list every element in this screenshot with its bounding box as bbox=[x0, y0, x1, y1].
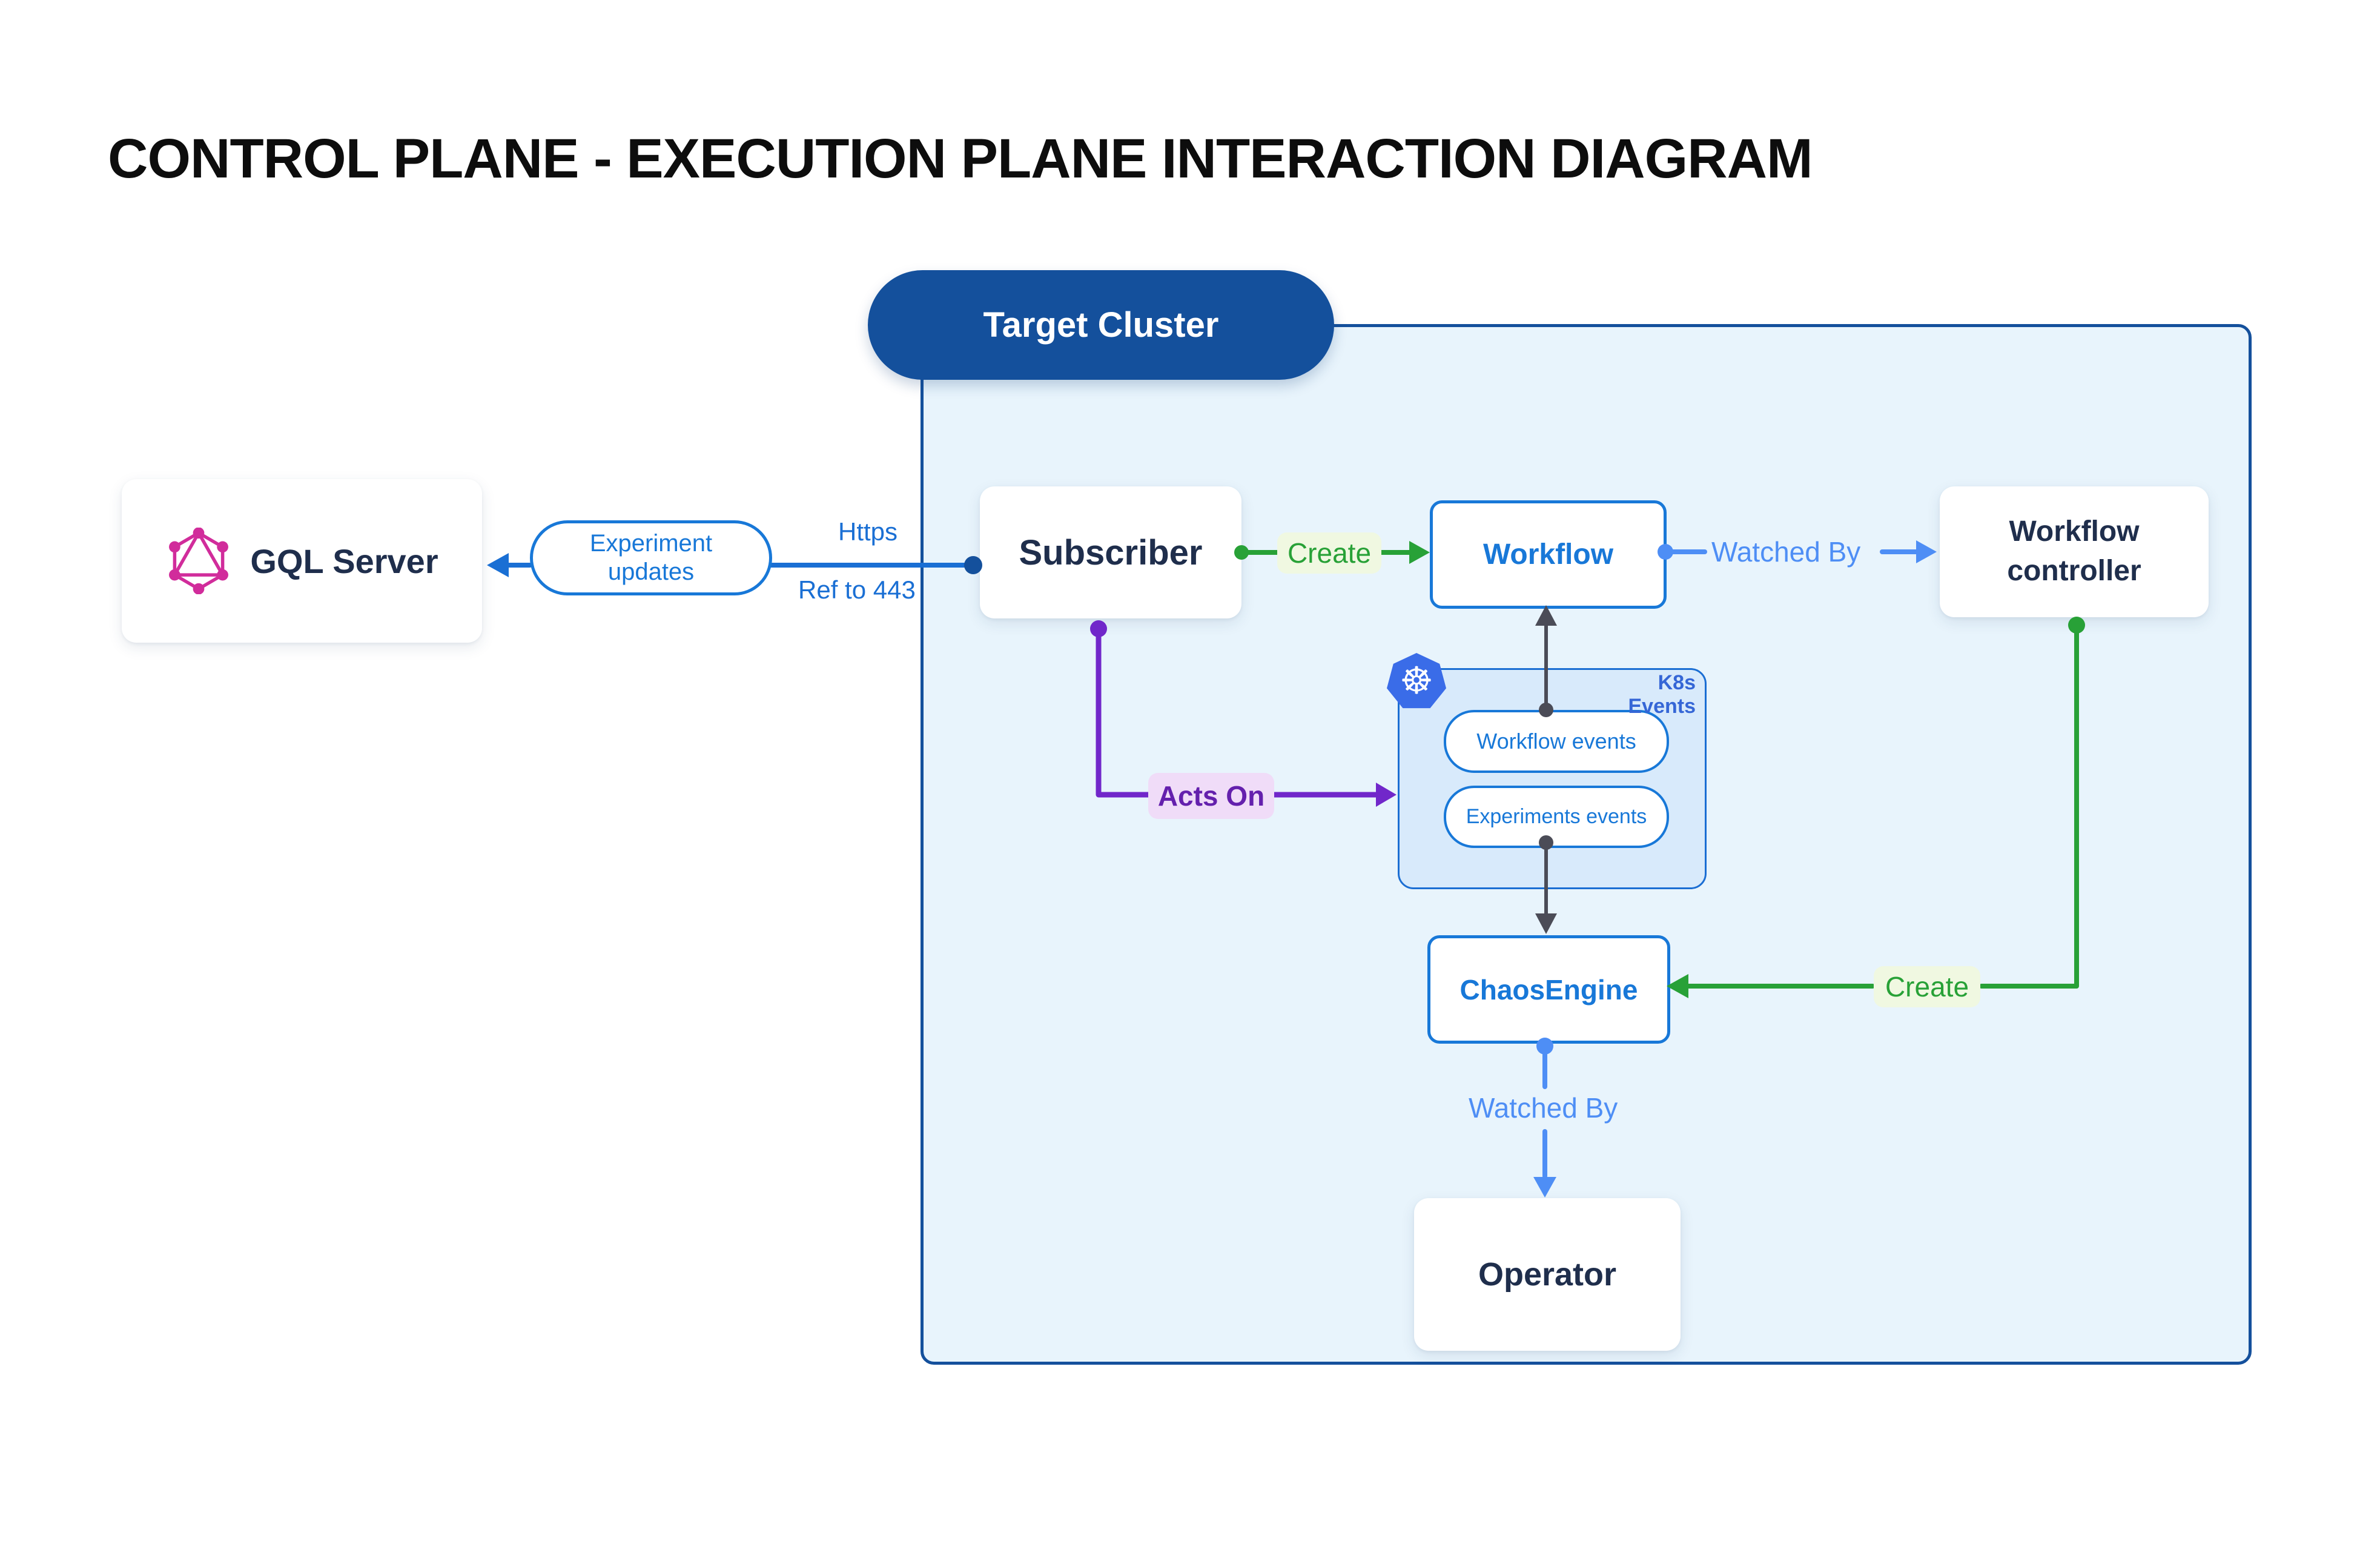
node-workflow: Workflow bbox=[1430, 500, 1667, 609]
edge-label-watched-by-workflow: Watched By bbox=[1711, 536, 1861, 568]
chaos-engine-label: ChaosEngine bbox=[1459, 973, 1638, 1006]
workflow-label: Workflow bbox=[1483, 538, 1614, 571]
edge-label-create-chaosengine: Create bbox=[1874, 966, 1980, 1007]
node-workflow-controller: Workflow controller bbox=[1940, 486, 2209, 617]
subscriber-label: Subscriber bbox=[1019, 532, 1203, 572]
gql-server-label: GQL Server bbox=[250, 542, 438, 580]
operator-label: Operator bbox=[1478, 1256, 1617, 1293]
experiment-updates-line2: updates bbox=[607, 558, 695, 585]
workflow-controller-label: Workflow controller bbox=[2007, 512, 2141, 591]
workflow-controller-line2: controller bbox=[2007, 555, 2141, 587]
arrowhead-to-gql bbox=[487, 553, 509, 577]
node-operator: Operator bbox=[1414, 1198, 1681, 1351]
pill-workflow-events: Workflow events bbox=[1444, 710, 1669, 773]
node-chaos-engine: ChaosEngine bbox=[1427, 935, 1670, 1044]
node-subscriber: Subscriber bbox=[980, 486, 1241, 618]
target-cluster-label-text: Target Cluster bbox=[983, 305, 1219, 345]
pill-experiments-events: Experiments events bbox=[1444, 786, 1669, 848]
graphql-icon bbox=[165, 528, 232, 594]
target-cluster-label: Target Cluster bbox=[868, 270, 1334, 380]
workflow-events-label: Workflow events bbox=[1476, 729, 1636, 754]
experiment-updates-line1: Experiment bbox=[589, 529, 713, 557]
page-title: CONTROL PLANE - EXECUTION PLANE INTERACT… bbox=[108, 128, 1813, 190]
workflow-controller-line1: Workflow bbox=[2009, 515, 2140, 548]
experiments-events-label: Experiments events bbox=[1466, 805, 1647, 828]
edge-label-create-workflow: Create bbox=[1277, 532, 1381, 574]
edge-label-https: Https bbox=[838, 517, 898, 546]
k8s-events-title: K8s Events bbox=[1628, 671, 1696, 718]
edge-label-watched-by-operator: Watched By bbox=[1469, 1092, 1618, 1124]
experiment-updates-callout: Experiment updates bbox=[530, 520, 772, 595]
edge-label-ref-to-443: Ref to 443 bbox=[798, 575, 916, 604]
edge-label-acts-on: Acts On bbox=[1148, 773, 1274, 819]
node-gql-server: GQL Server bbox=[122, 479, 482, 643]
